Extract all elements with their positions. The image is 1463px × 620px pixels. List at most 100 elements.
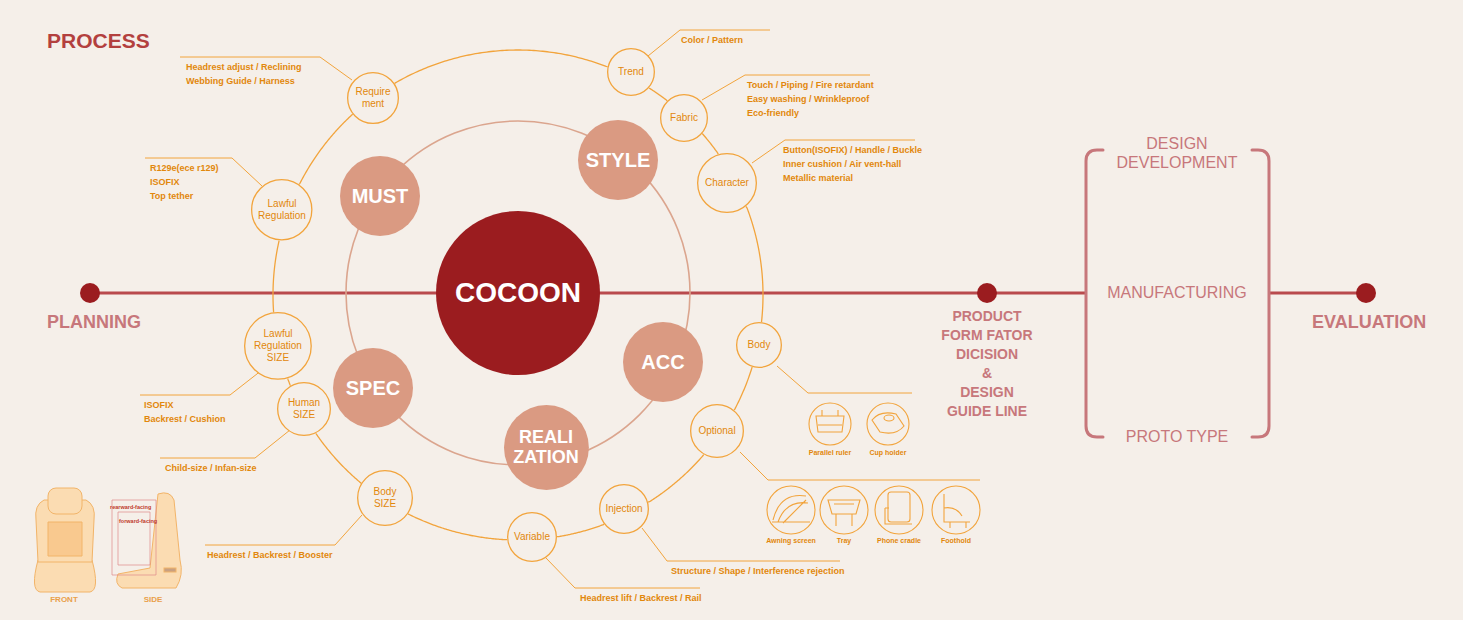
circle-shape xyxy=(608,49,655,96)
node-text-box: STYLE xyxy=(578,120,658,200)
node-text-box: Body SIZE xyxy=(357,470,413,526)
node-text-box: REALI ZATION xyxy=(504,405,589,490)
node-text-box: Lawful Regulation xyxy=(251,179,312,240)
annotation-text: ISOFIX Backrest / Cushion xyxy=(144,398,226,426)
node-text-box: ACC xyxy=(623,322,703,402)
icon-caption: Parallel ruler xyxy=(809,449,851,456)
phase-label: MANUFACTURING xyxy=(1107,283,1247,302)
category-circle: ACC xyxy=(623,322,703,402)
circle-shape xyxy=(358,471,413,526)
ring-connector xyxy=(395,50,608,83)
ring-connector xyxy=(408,514,507,540)
node-text-box: Variable xyxy=(507,512,557,562)
icon-caption: Foothold xyxy=(941,537,971,544)
circle-shape xyxy=(661,95,708,142)
ring-connector xyxy=(702,134,718,155)
figure-note: forward-facing xyxy=(119,518,157,524)
node-text-box: Lawful Regulation SIZE xyxy=(244,312,312,380)
ring-connector xyxy=(316,433,361,483)
node-label: REALI ZATION xyxy=(513,427,579,467)
node-text-box: Trend xyxy=(607,48,655,96)
category-circle: REALI ZATION xyxy=(504,405,589,490)
circle-shape xyxy=(578,120,658,200)
node-label: MUST xyxy=(352,185,409,207)
annotation-text: Touch / Piping / Fire retardant Easy was… xyxy=(747,78,874,120)
icon-caption: Awning screen xyxy=(766,537,816,544)
ring-connector xyxy=(288,378,291,385)
ring-connector xyxy=(649,88,667,101)
annotation-text: Headrest lift / Backrest / Rail xyxy=(580,591,702,605)
phase-label: DESIGN DEVELOPMENT xyxy=(1117,134,1238,172)
circle-shape xyxy=(504,405,589,490)
circle-shape xyxy=(623,322,703,402)
circle-shape xyxy=(508,513,557,562)
icon-caption: Phone cradle xyxy=(877,537,921,544)
node-label: Variable xyxy=(514,531,550,543)
circle-shape xyxy=(436,211,600,375)
topic-circle: Body SIZE xyxy=(357,470,413,526)
axis-dot xyxy=(80,283,1376,303)
stage-label: PLANNING xyxy=(47,312,141,333)
node-label: SPEC xyxy=(346,377,400,399)
seat-front-view xyxy=(34,488,95,592)
category-circle: MUST xyxy=(340,156,420,236)
annotation-text: Button(ISOFIX) / Handle / Buckle Inner c… xyxy=(783,143,922,185)
view-label: SIDE xyxy=(144,595,163,604)
node-text-box: Injection xyxy=(599,484,649,534)
milestone-label: PRODUCT FORM FATOR DICISION & DESIGN GUI… xyxy=(941,307,1032,421)
topic-circle: Optional xyxy=(690,404,744,458)
node-label: Body xyxy=(748,339,771,351)
topic-circle: Lawful Regulation xyxy=(251,179,312,240)
node-text-box: MUST xyxy=(340,156,420,236)
node-text-box: Human SIZE xyxy=(277,382,331,436)
topic-circle: Character xyxy=(697,153,757,213)
circle-shape xyxy=(340,156,420,236)
phase-bracket xyxy=(1086,150,1269,437)
ring-connector xyxy=(734,367,752,410)
circle-shape xyxy=(245,313,312,380)
annotation-text: Headrest / Backrest / Booster xyxy=(207,548,333,562)
node-text-box: Optional xyxy=(690,404,744,458)
node-label: Optional xyxy=(698,425,735,437)
annotation-text: Structure / Shape / Interference rejecti… xyxy=(671,564,845,578)
accessory-icon xyxy=(767,403,980,534)
ring-connector xyxy=(557,524,604,537)
circle-shape xyxy=(333,348,413,428)
node-label: Require ment xyxy=(355,86,390,110)
category-circle: STYLE xyxy=(578,120,658,200)
topic-circle: Fabric xyxy=(660,94,708,142)
core-circle: COCOON xyxy=(436,211,600,375)
icon-caption: Cup holder xyxy=(870,449,907,456)
circle-shape xyxy=(737,323,782,368)
node-text-box: Fabric xyxy=(660,94,708,142)
node-label: Lawful Regulation SIZE xyxy=(254,328,302,364)
circle-shape xyxy=(600,485,649,534)
icon-caption: Tray xyxy=(837,537,851,544)
topic-circle: Injection xyxy=(599,484,649,534)
topic-circle: Body xyxy=(736,322,782,368)
node-label: ACC xyxy=(641,351,684,373)
node-text-box: COCOON xyxy=(436,211,600,375)
node-label: Fabric xyxy=(670,112,698,124)
topic-circle: Require ment xyxy=(347,72,399,124)
topic-circle: Variable xyxy=(507,512,557,562)
circle-shape xyxy=(698,154,757,213)
circle-shape xyxy=(691,405,744,458)
node-text-box: Body xyxy=(736,322,782,368)
category-circle: SPEC xyxy=(333,348,413,428)
circle-shape xyxy=(278,383,331,436)
topic-circle: Lawful Regulation SIZE xyxy=(244,312,312,380)
node-label: Character xyxy=(705,177,749,189)
view-label: FRONT xyxy=(50,595,78,604)
page-title: PROCESS xyxy=(47,29,150,53)
node-label: STYLE xyxy=(586,149,650,171)
topic-circle: Human SIZE xyxy=(277,382,331,436)
node-label: Injection xyxy=(605,503,642,515)
annotation-text: Color / Pattern xyxy=(681,33,743,47)
node-label: Human SIZE xyxy=(288,397,320,421)
node-label: COCOON xyxy=(455,277,581,309)
node-label: Lawful Regulation xyxy=(258,198,306,222)
